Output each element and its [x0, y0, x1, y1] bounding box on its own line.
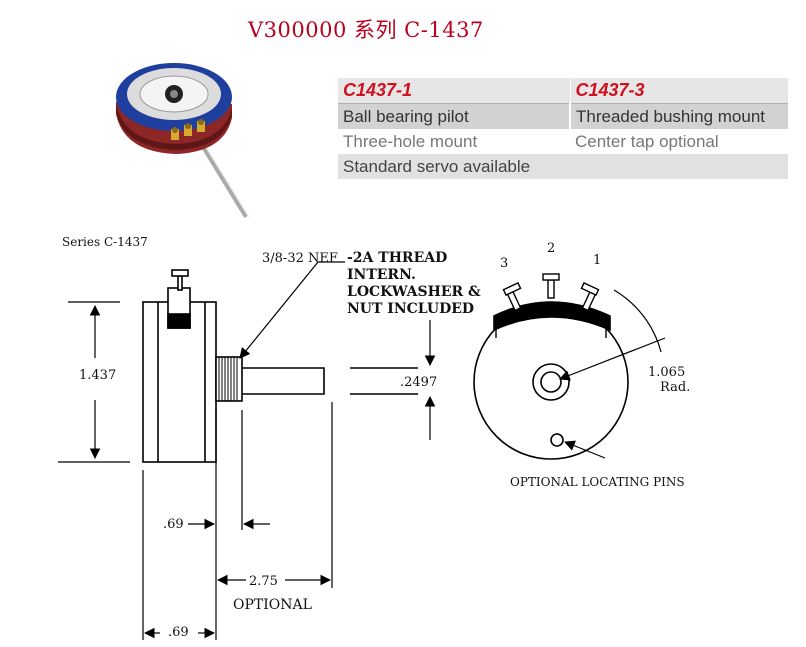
- thread-label: -2A THREAD: [347, 250, 447, 266]
- dimension-drawing: Series C-1437: [58, 235, 690, 640]
- terminal-label-2: 2: [547, 241, 555, 256]
- side-view: [142, 269, 418, 463]
- thread-label: 3/8-32 NEF: [262, 251, 338, 266]
- shaft-dimension-label: .2497: [400, 375, 437, 390]
- series-label: Series C-1437: [62, 235, 148, 249]
- spec-header-c1437-1: C1437-1: [338, 78, 571, 104]
- thread-label: NUT INCLUDED: [347, 301, 474, 317]
- height-dimension-label: 1.437: [79, 368, 116, 383]
- optional-dimension-label: 2.75: [249, 574, 278, 589]
- spec-cell: Three-hole mount: [338, 129, 570, 154]
- spec-row: Ball bearing pilot Threaded bushing moun…: [338, 103, 788, 129]
- page-title: V300000 系列 C-1437: [248, 18, 484, 42]
- spec-table: C1437-1 C1437-3 Ball bearing pilot Threa…: [338, 78, 788, 179]
- thread-label: LOCKWASHER &: [347, 284, 481, 300]
- optional-label: OPTIONAL: [233, 597, 312, 613]
- locating-pins-label: OPTIONAL LOCATING PINS: [510, 475, 685, 489]
- potentiometer-photo: [116, 63, 250, 219]
- radius-value-label: 1.065: [648, 365, 685, 380]
- radius-unit-label: Rad.: [660, 380, 690, 395]
- front-view-leaders: [558, 337, 666, 459]
- spec-row: Three-hole mount Center tap optional: [338, 129, 788, 154]
- spec-cell: Threaded bushing mount: [570, 103, 788, 129]
- front-view: [473, 273, 662, 460]
- body-dimension-label: .69: [163, 517, 184, 532]
- thread-label: INTERN.: [347, 267, 416, 283]
- bottom-dimension-label: .69: [168, 625, 189, 640]
- spec-row: Standard servo available: [338, 154, 788, 179]
- dimension-lines: [58, 261, 436, 640]
- spec-cell: [570, 154, 788, 179]
- spec-cell: Ball bearing pilot: [338, 103, 571, 129]
- spec-cell: Standard servo available: [338, 154, 570, 179]
- spec-header-c1437-3: C1437-3: [570, 78, 788, 104]
- terminal-label-3: 3: [500, 256, 508, 271]
- spec-header-row: C1437-1 C1437-3: [338, 78, 788, 104]
- spec-cell: Center tap optional: [570, 129, 788, 154]
- terminal-label-1: 1: [593, 253, 601, 268]
